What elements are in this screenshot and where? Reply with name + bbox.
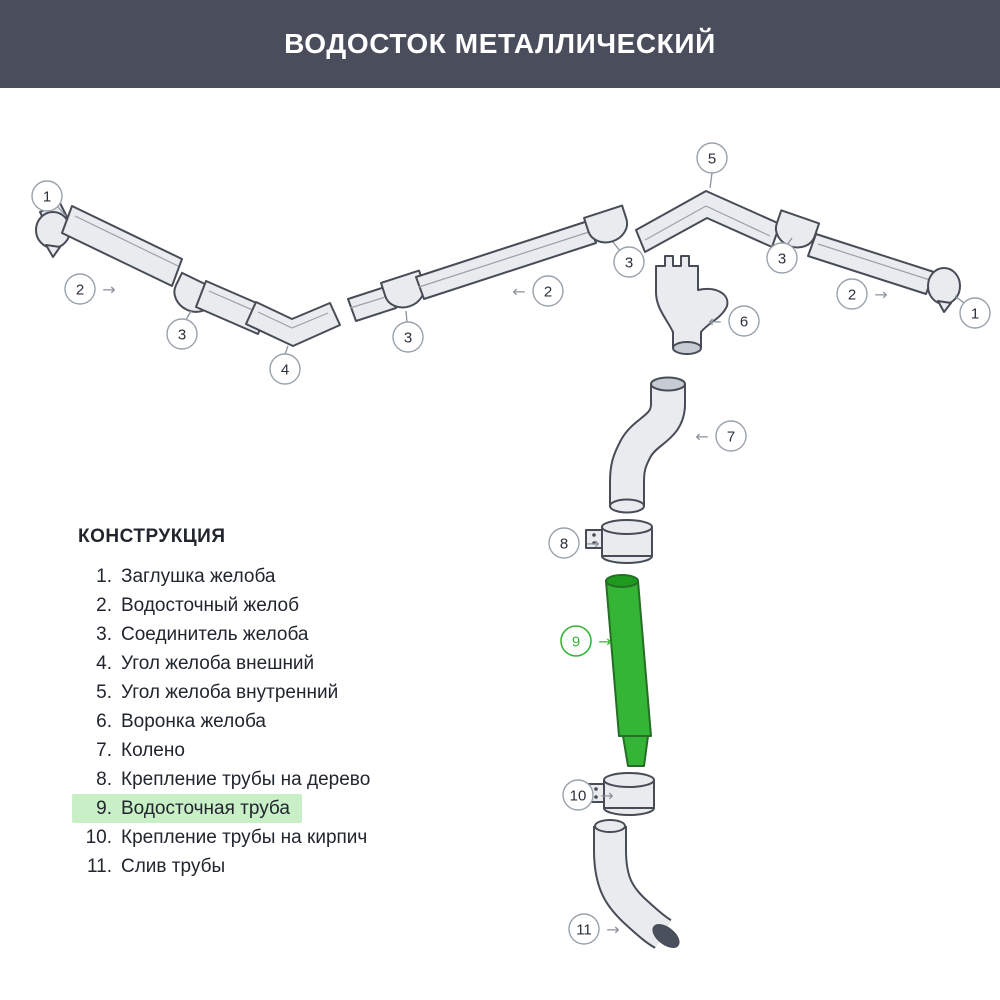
callout-2[interactable]: 2← xyxy=(512,275,564,307)
callout-8[interactable]: 8→ xyxy=(548,527,600,559)
callout-3[interactable]: 3 xyxy=(166,318,198,350)
legend-item-label: Крепление трубы на дерево xyxy=(121,769,371,790)
pipe-clamp-wood xyxy=(585,519,653,564)
gutter-run-left-upper xyxy=(61,205,183,287)
callout-arrow-icon: → xyxy=(874,285,887,304)
legend-item-label: Колено xyxy=(121,740,185,761)
callout-1[interactable]: 1 xyxy=(959,297,991,329)
legend-item[interactable]: 2. Водосточный желоб xyxy=(72,591,311,620)
legend-item-label: Воронка желоба xyxy=(121,711,266,732)
app-header: ВОДОСТОК МЕТАЛЛИЧЕСКИЙ xyxy=(0,0,1000,88)
legend-item[interactable]: 8. Крепление трубы на дерево xyxy=(72,765,382,794)
legend-item-number: 4. xyxy=(96,653,112,674)
legend-item[interactable]: 11. Слив трубы xyxy=(72,852,237,881)
legend-title: КОНСТРУКЦИЯ xyxy=(78,526,226,547)
legend-item-label: Угол желоба внешний xyxy=(121,653,315,674)
legend-item-number: 6. xyxy=(96,711,112,732)
gutter-funnel xyxy=(655,255,729,355)
callout-arrow-icon: ← xyxy=(512,282,525,301)
pipe-outlet xyxy=(593,819,680,949)
callout-arrow-icon: ← xyxy=(708,312,721,331)
svg-text:3: 3 xyxy=(178,327,186,344)
callout-10[interactable]: 10 → xyxy=(562,779,614,811)
legend-item-number: 8. xyxy=(96,769,112,790)
legend-item[interactable]: 1. Заглушка желоба xyxy=(72,562,288,591)
svg-text:7: 7 xyxy=(727,429,735,446)
legend-item[interactable]: 6. Воронка желоба xyxy=(72,707,278,736)
legend-item-label: Заглушка желоба xyxy=(121,566,276,587)
callout-2[interactable]: 2→ xyxy=(836,278,888,310)
legend-item[interactable]: 5. Угол желоба внутренний xyxy=(72,678,350,707)
svg-text:8: 8 xyxy=(560,536,568,553)
svg-text:2: 2 xyxy=(544,284,552,301)
svg-text:9: 9 xyxy=(572,634,580,651)
legend-item-number: 1. xyxy=(96,566,112,587)
page-title: ВОДОСТОК МЕТАЛЛИЧЕСКИЙ xyxy=(284,28,716,59)
legend-item[interactable]: 4. Угол желоба внешний xyxy=(72,649,326,678)
legend-list: 1. Заглушка желоба 2. Водосточный желоб 3. Со… xyxy=(72,562,382,881)
gutter-run-main-2 xyxy=(415,220,597,300)
callout-1[interactable]: 1 xyxy=(31,180,63,212)
gutter-connector xyxy=(583,204,629,244)
callout-3[interactable]: 3 xyxy=(392,321,424,353)
callout-arrow-icon: → xyxy=(586,534,599,553)
callout-arrow-icon: → xyxy=(598,632,611,651)
legend-item-label: Водосточный желоб xyxy=(121,595,299,616)
gutter-corner-inner xyxy=(635,190,781,253)
downpipe-highlighted xyxy=(605,574,652,767)
callout-4[interactable]: 4 xyxy=(269,353,301,385)
legend-item-number: 9. xyxy=(96,798,112,819)
legend-item-number: 5. xyxy=(96,682,112,703)
pipe-clamp-brick xyxy=(587,772,655,816)
callout-11[interactable]: 11 → xyxy=(568,913,620,945)
legend-item-label: Крепление трубы на кирпич xyxy=(121,827,368,848)
legend: КОНСТРУКЦИЯ 1. Заглушка желоба 2. Водосточн… xyxy=(72,526,382,881)
callout-arrow-icon: → xyxy=(606,920,619,939)
svg-text:3: 3 xyxy=(778,251,786,268)
callout-5[interactable]: 5 xyxy=(696,142,728,174)
svg-text:1: 1 xyxy=(971,306,979,323)
legend-item-label: Слив трубы xyxy=(121,856,226,877)
legend-item-label: Водосточная труба xyxy=(121,798,290,819)
legend-item-number: 7. xyxy=(96,740,112,761)
callout-6[interactable]: 6← xyxy=(708,305,760,337)
pipe-elbow xyxy=(609,376,686,514)
svg-text:6: 6 xyxy=(740,314,748,331)
gutter-end-cap-right xyxy=(927,267,961,313)
callout-7[interactable]: 7← xyxy=(695,420,747,452)
svg-text:1: 1 xyxy=(43,189,51,206)
callout-arrow-icon: ← xyxy=(695,427,708,446)
svg-text:4: 4 xyxy=(281,362,289,379)
legend-item[interactable]: 3. Соединитель желоба xyxy=(72,620,320,649)
svg-text:5: 5 xyxy=(708,151,716,168)
svg-text:3: 3 xyxy=(625,255,633,272)
svg-text:10: 10 xyxy=(570,788,587,805)
callout-arrow-icon: → xyxy=(102,280,115,299)
gutter-run-right xyxy=(807,233,935,295)
legend-item-number: 3. xyxy=(96,624,112,645)
legend-item-number: 10. xyxy=(85,827,112,848)
callout-2[interactable]: 2→ xyxy=(64,273,116,305)
gutter-corner-outer xyxy=(245,301,341,347)
legend-item[interactable]: 9. Водосточная труба xyxy=(72,794,302,823)
callout-3[interactable]: 3 xyxy=(613,246,645,278)
legend-item-label: Угол желоба внутренний xyxy=(121,682,339,703)
legend-item-number: 2. xyxy=(96,595,112,616)
callout-arrow-icon: → xyxy=(600,786,613,805)
svg-text:3: 3 xyxy=(404,330,412,347)
svg-text:2: 2 xyxy=(848,287,856,304)
callout-3[interactable]: 3 xyxy=(766,242,798,274)
legend-item[interactable]: 7. Колено xyxy=(72,736,197,765)
svg-text:11: 11 xyxy=(576,922,592,939)
callout-9[interactable]: 9→ xyxy=(560,625,612,657)
legend-item[interactable]: 10. Крепление трубы на кирпич xyxy=(72,823,379,852)
svg-text:2: 2 xyxy=(76,282,84,299)
legend-item-number: 11. xyxy=(86,856,112,877)
legend-item-label: Соединитель желоба xyxy=(121,624,309,645)
